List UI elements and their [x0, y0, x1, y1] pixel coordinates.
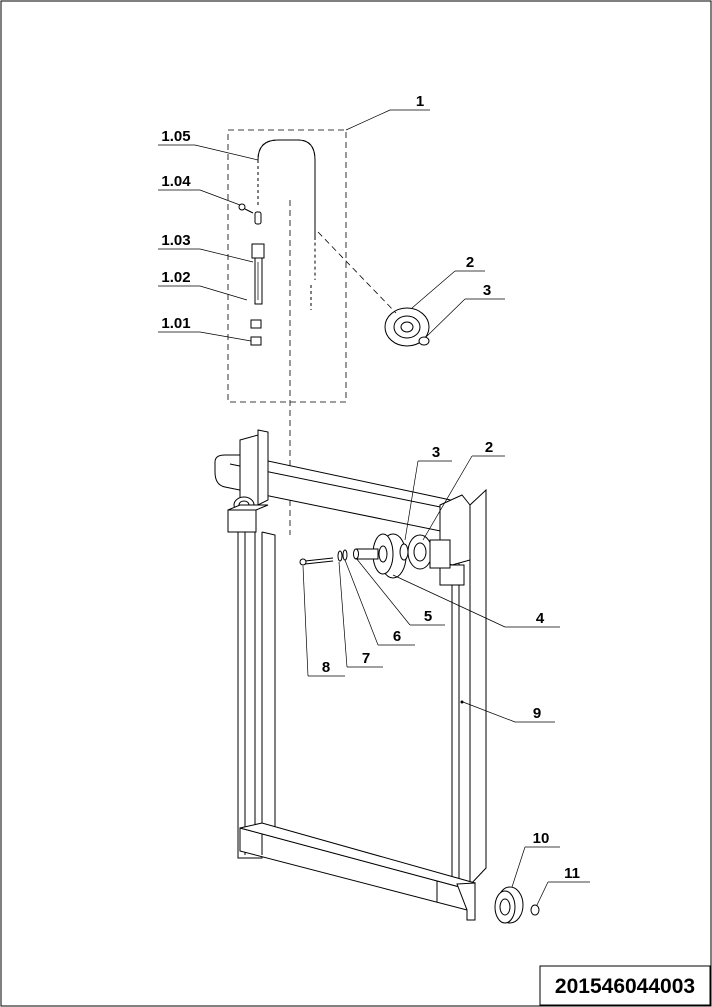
callout-1-04: 1.04: [161, 173, 191, 190]
leader-lines: [158, 109, 590, 906]
callout-10: 10: [533, 830, 550, 847]
callout-1-02: 1.02: [161, 269, 190, 286]
callout-2-mast: 2: [485, 439, 493, 456]
pulley-wheel-top: [317, 231, 430, 347]
mast-frame: [214, 429, 487, 921]
nut-part: [250, 319, 262, 346]
callout-6: 6: [393, 628, 401, 645]
callout-7: 7: [362, 650, 370, 667]
callout-3-mast: 3: [432, 444, 440, 461]
title-block: 201546044003: [539, 965, 711, 1006]
callout-1-01: 1.01: [161, 315, 190, 332]
pin-part: [251, 243, 265, 305]
callout-1-03: 1.03: [161, 232, 190, 249]
callout-1: 1: [416, 93, 424, 110]
pulley-assembly-mast: [299, 533, 451, 579]
subassembly-1-box: [227, 129, 347, 535]
callout-4: 4: [536, 610, 545, 627]
callout-labels: 1 1.05 1.04 1.03 1.02 1.01 2 3 3 2 5 4 6…: [161, 93, 580, 882]
callout-1-05: 1.05: [161, 128, 190, 145]
connecting-link-part: [238, 203, 262, 225]
callout-8: 8: [322, 659, 330, 676]
document-number: 201546044003: [555, 975, 695, 998]
callout-9: 9: [533, 705, 541, 722]
chain-part: [257, 139, 316, 310]
callout-5: 5: [424, 608, 432, 625]
roller-part: [494, 886, 540, 924]
callout-2-top: 2: [466, 254, 474, 271]
callout-11: 11: [564, 865, 580, 882]
callout-3-top: 3: [483, 282, 491, 299]
